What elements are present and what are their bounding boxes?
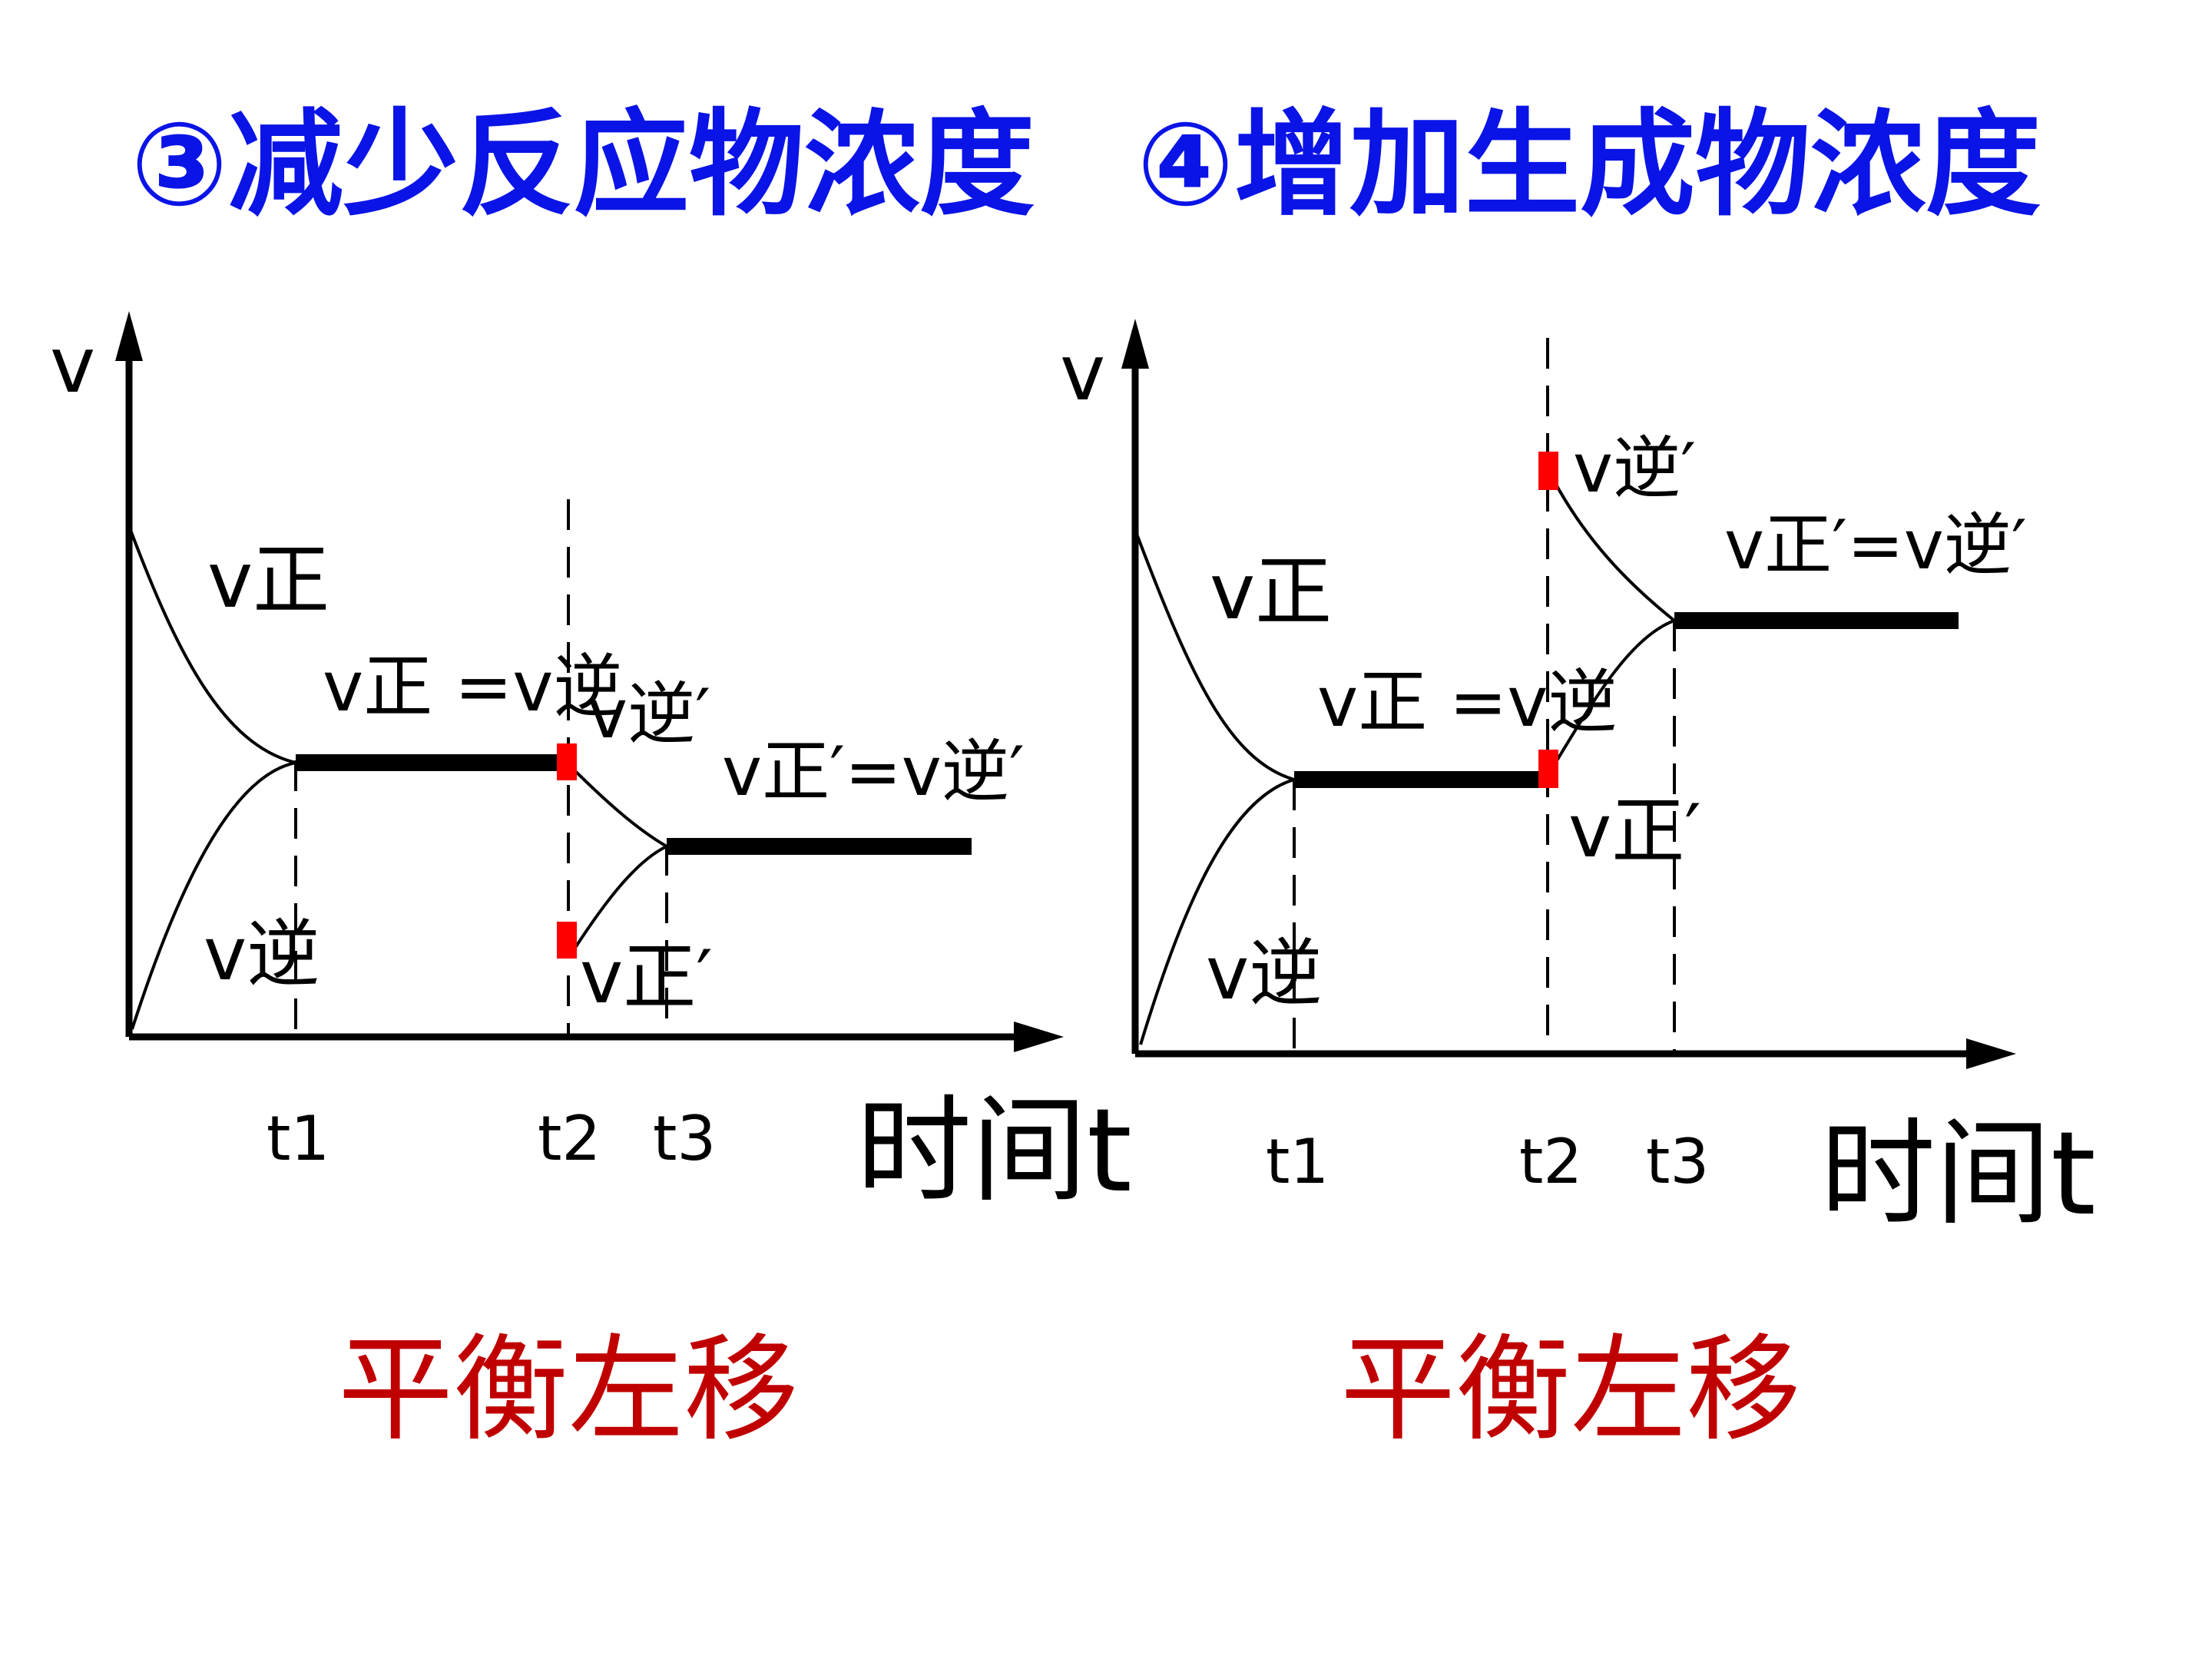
diagram-left: v v正 v正 =v逆 v逆′ v正′=v逆′ v逆 v正′ t1 t2 t3 … (50, 311, 1132, 1218)
curve-v-forward-right (1134, 529, 1295, 781)
marker-t2-bottom-left (557, 922, 577, 959)
label-equal-right: v正 =v逆 (1317, 662, 1618, 743)
curve-v-reverse-left (131, 761, 296, 1030)
tick-t1-left: t1 (267, 1103, 329, 1174)
curve-v-forward-prime-right (1548, 619, 1675, 773)
label-equal-prime-right: v正′=v逆′ (1724, 505, 2027, 584)
label-v-forward-right: v正 (1210, 547, 1332, 637)
label-v-reverse-prime-right: v逆′ (1573, 429, 1696, 508)
curve-v-reverse-prime-right (1546, 468, 1676, 622)
marker-t2-top-left (557, 743, 577, 780)
label-v-forward-left: v正 (207, 535, 329, 625)
y-label-left: v (50, 320, 95, 410)
curve-v-forward-prime-left (571, 845, 667, 954)
label-v-reverse-right: v逆 (1206, 932, 1322, 1016)
label-equal-prime-left: v正′=v逆′ (722, 732, 1025, 811)
x-axis-arrow-left (1014, 1022, 1064, 1052)
conclusion-right: 平衡左移 (1340, 1323, 1802, 1457)
marker-t2-top-right (1538, 452, 1558, 490)
tick-t3-left: t3 (653, 1103, 716, 1174)
title-left: ③减少反应物浓度 (131, 98, 1035, 232)
label-v-forward-prime-left: v正′ (580, 935, 713, 1020)
curve-v-reverse-right (1139, 778, 1295, 1045)
curve-v-reverse-prime-left (567, 763, 668, 848)
label-v-reverse-prime-left: v逆′ (588, 674, 710, 753)
tick-t2-right: t2 (1519, 1126, 1582, 1197)
tick-t2-left: t2 (538, 1103, 601, 1174)
curve-v-forward-left (127, 525, 296, 764)
x-label-left: 时间t (856, 1084, 1132, 1218)
x-label-right: 时间t (1820, 1108, 2096, 1241)
conclusion-left: 平衡左移 (338, 1323, 800, 1457)
label-v-reverse-left: v逆 (204, 912, 320, 997)
x-axis-arrow-right (1966, 1038, 2016, 1069)
tick-t3-right: t3 (1646, 1126, 1709, 1197)
y-label-right: v (1060, 328, 1105, 418)
y-axis-arrow-right (1121, 319, 1149, 369)
diagram-right: v v正 v正 =v逆 v逆′ v正′=v逆′ v逆 v正′ t1 t2 t3 … (1060, 319, 2096, 1241)
tick-t1-right: t1 (1266, 1126, 1329, 1197)
label-v-forward-prime-right: v正′ (1568, 790, 1701, 874)
y-axis-arrow-left (115, 311, 143, 361)
label-equal-left: v正 =v逆 (323, 647, 623, 727)
title-right: ④增加生成物浓度 (1137, 98, 2041, 232)
marker-t2-bottom-right (1538, 750, 1558, 788)
